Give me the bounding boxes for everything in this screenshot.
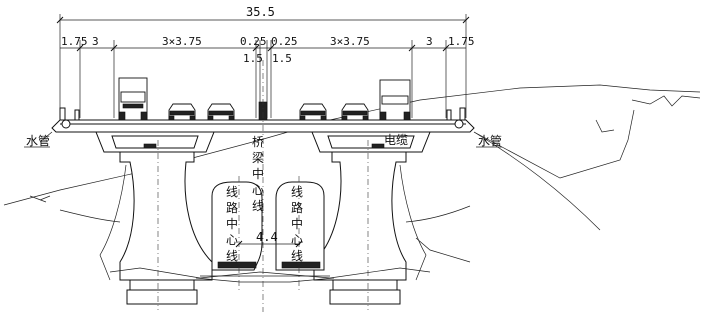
dim-shoulder-right: 3: [426, 35, 433, 48]
label-bridge-centerline: 桥 梁 中 心 线: [252, 135, 264, 213]
left-pier: [59, 151, 213, 305]
svg-text:心: 心: [226, 233, 238, 247]
vehicles-left: [118, 77, 235, 121]
truck-left: [118, 77, 148, 121]
dim-barrier-right: 1.5: [272, 52, 292, 65]
truck-right: [379, 79, 411, 121]
label-route-centerline-left: 线 路 中 心 线: [226, 185, 238, 263]
vehicles-right: [299, 79, 411, 121]
svg-text:梁: 梁: [252, 150, 264, 165]
car-right-2: [341, 103, 369, 121]
svg-text:中: 中: [291, 216, 303, 231]
dim-median-left: 0.25: [240, 35, 267, 48]
label-water-pipe-right: 水管: [478, 133, 502, 148]
right-pier: [313, 151, 471, 305]
dim-sidewalk-left: 1.75: [61, 35, 88, 48]
label-power-cable: 电缆: [384, 133, 408, 147]
dim-barrier-left: 1.5: [243, 52, 263, 65]
tunnel-left: [211, 181, 263, 271]
svg-text:路: 路: [291, 200, 303, 215]
tunnel-right: [275, 181, 325, 271]
overall-dimension: 35.5: [56, 5, 470, 118]
car-right-1: [299, 103, 327, 121]
svg-text:线: 线: [291, 249, 303, 263]
svg-text:线: 线: [291, 185, 303, 199]
dim-shoulder-left: 3: [92, 35, 99, 48]
label-water-pipe-left: 水管: [26, 133, 50, 148]
svg-text:心: 心: [291, 233, 303, 247]
dim-total: 35.5: [246, 5, 275, 19]
dim-lanes-left: 3×3.75: [162, 35, 202, 48]
svg-text:线: 线: [252, 199, 264, 213]
car-left-1: [168, 103, 196, 121]
embankment: [29, 95, 701, 263]
dim-lanes-right: 3×3.75: [330, 35, 370, 48]
ground-line: [3, 84, 701, 206]
dim-tunnel-spacing: 4.4: [256, 230, 278, 244]
svg-text:路: 路: [226, 200, 238, 215]
svg-text:线: 线: [226, 249, 238, 263]
svg-text:中: 中: [226, 216, 238, 231]
box-girders: [95, 131, 431, 153]
car-left-2: [207, 103, 235, 121]
tunnel-spacing-dimension: 4.4: [235, 230, 303, 248]
svg-text:桥: 桥: [252, 135, 264, 149]
label-route-centerline-right: 线 路 中 心 线: [291, 185, 303, 263]
svg-text:线: 线: [226, 185, 238, 199]
track-bed: [109, 267, 431, 283]
svg-text:心: 心: [252, 183, 264, 197]
dim-sidewalk-right: 1.75: [448, 35, 475, 48]
dim-median-right: 0.25: [271, 35, 298, 48]
svg-text:中: 中: [252, 166, 264, 181]
